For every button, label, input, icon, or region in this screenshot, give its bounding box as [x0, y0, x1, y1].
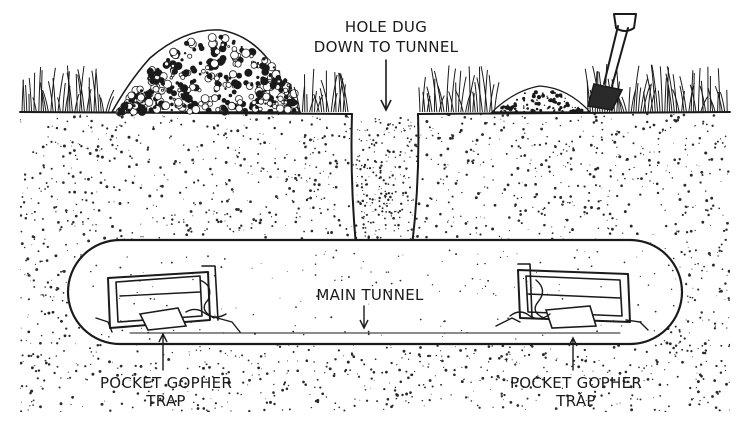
label-main-tunnel: MAIN TUNNEL — [316, 286, 424, 304]
arrow-hole — [380, 59, 392, 112]
label-trap-right-line1: POCKET GOPHER — [510, 374, 642, 392]
pocket-gopher-trap-left — [95, 265, 241, 333]
dug-hole — [350, 113, 420, 255]
label-trap-right-line2: TRAP — [555, 392, 595, 410]
arrow-trap-right — [568, 336, 578, 371]
arrow-tunnel — [359, 305, 369, 330]
pocket-gopher-trap-right — [495, 263, 649, 331]
label-hole-line2: DOWN TO TUNNEL — [314, 38, 459, 56]
label-trap-left-line1: POCKET GOPHER — [100, 374, 232, 392]
dirt-mound — [110, 29, 302, 117]
label-hole-line1: HOLE DUG — [345, 18, 427, 36]
small-dirt-pile — [490, 85, 592, 114]
arrow-trap-left — [158, 332, 168, 371]
shovel — [586, 13, 637, 111]
label-trap-left-line2: TRAP — [145, 392, 185, 410]
